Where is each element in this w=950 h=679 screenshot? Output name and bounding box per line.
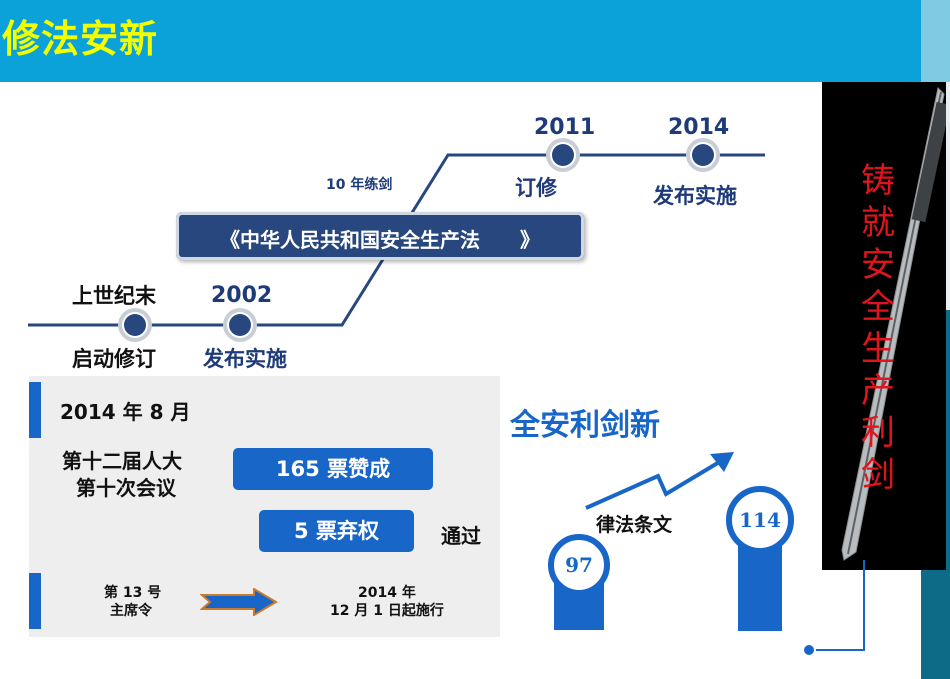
meeting-line1: 第十二届人大: [62, 449, 182, 473]
effective-date: 12 月 1 日起施行: [330, 603, 444, 619]
sword-image: [822, 82, 950, 570]
new-article-count: 114: [726, 486, 794, 554]
law-name-box: 《中华人民共和国安全生产法 》: [176, 212, 584, 260]
votes-for-badge: 165 票赞成: [233, 448, 433, 490]
start-revision-label: 启动修订: [72, 347, 156, 371]
law-name: 《中华人民共和国安全生产法 》: [220, 228, 540, 252]
new-sword-heading: 全安利剑新: [510, 408, 660, 443]
order-number: 第 13 号: [104, 585, 162, 601]
header-accent: [921, 0, 950, 82]
timeline-node-lastcentury: [118, 308, 152, 342]
arrow-right-icon: [200, 588, 278, 616]
growth-arrow-icon: [585, 452, 734, 510]
order-type: 主席令: [110, 603, 152, 619]
timeline-node-2014: [686, 138, 720, 172]
timeline-node-2011: [546, 138, 580, 172]
panel-bar-bottom: [29, 573, 41, 629]
publish-2002-label: 发布实施: [203, 347, 287, 371]
header-bar: [0, 0, 921, 82]
approval-panel: [29, 376, 500, 637]
ten-years-label: 10 年练剑: [326, 177, 393, 193]
approval-date: 2014 年 8 月: [60, 400, 191, 424]
year-2014: 2014: [668, 115, 730, 140]
panel-bar-top: [29, 382, 41, 438]
sword-slogan: 铸就安全生产利剑: [861, 161, 895, 495]
publish-2014-label: 发布实施: [653, 184, 737, 208]
articles-caption: 律法条文: [596, 514, 673, 536]
connector-line: [802, 560, 865, 657]
page-title: 修法安新: [2, 17, 159, 61]
effective-year: 2014 年: [358, 585, 416, 601]
last-century-label: 上世纪末: [72, 284, 156, 308]
sword-icon: [841, 86, 950, 561]
meeting-line2: 第十次会议: [76, 476, 176, 500]
revise-label: 订修: [515, 176, 557, 200]
year-2011: 2011: [534, 115, 596, 140]
old-article-count: 97: [548, 534, 610, 596]
passed-label: 通过: [441, 524, 481, 548]
timeline-node-2002: [223, 308, 257, 342]
year-2002: 2002: [211, 283, 273, 308]
votes-abstain-badge: 5 票弃权: [259, 510, 414, 552]
